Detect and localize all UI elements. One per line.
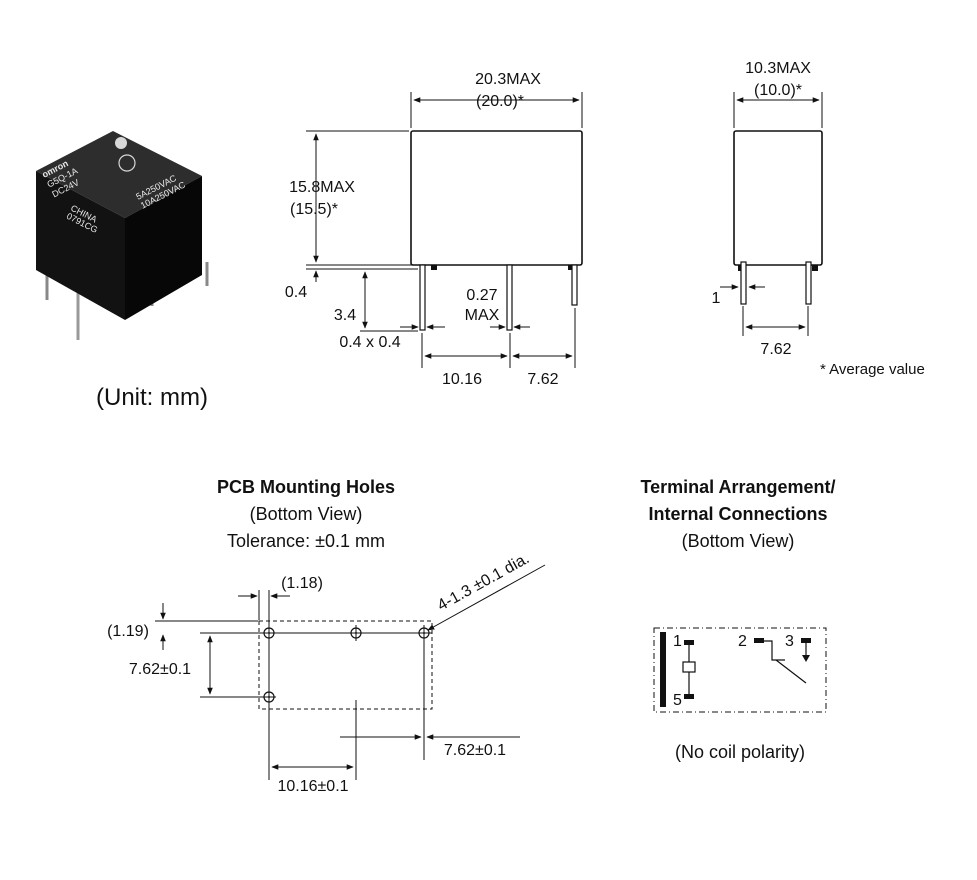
terminal-pin-1: 1: [673, 633, 682, 650]
front-pin-section: 0.4 x 0.4: [339, 334, 400, 351]
side-width-max: 10.3MAX: [745, 60, 811, 77]
terminal-title-line1: Terminal Arrangement/: [640, 477, 835, 497]
pcb-subtitle: (Bottom View): [250, 504, 363, 524]
coil-bar: [660, 632, 666, 707]
front-height-max: 15.8MAX: [289, 179, 355, 196]
pcb-hole-spec: 4-1.3 ±0.1 dia.: [435, 550, 533, 614]
average-note: * Average value: [820, 361, 925, 378]
pcb-dim-x-offset: (1.18): [281, 575, 323, 592]
ul-mark-icon: [115, 137, 127, 149]
relay-body-side: [733, 130, 823, 266]
terminal-outline: [653, 627, 827, 713]
terminal-section: Terminal Arrangement/ Internal Connectio…: [640, 477, 835, 762]
pcb-title: PCB Mounting Holes: [217, 477, 395, 497]
terminal-subtitle: (Bottom View): [682, 531, 795, 551]
front-width-avg: (20.0)*: [476, 93, 524, 110]
front-view: 20.3MAX (20.0)* 15.8MAX (15.5)* 0.4 3.4 …: [285, 71, 583, 388]
front-standoff: 0.4: [285, 284, 307, 301]
front-pin-tol-max: MAX: [465, 307, 500, 324]
pin-side-2: [805, 261, 812, 305]
coil-symbol: [682, 661, 696, 673]
front-width-max: 20.3MAX: [475, 71, 541, 88]
relay-cert-icon: [118, 154, 136, 172]
pin-front-2: [506, 264, 513, 331]
front-pitch-2: 7.62: [527, 371, 558, 388]
terminal-pin-2: 2: [738, 633, 747, 650]
unit-note: (Unit: mm): [96, 384, 208, 411]
pin-front-1: [419, 264, 426, 331]
pin-side-1: [740, 261, 747, 305]
pcb-dim-bottom: 10.16±0.1: [277, 778, 348, 795]
pcb-dim-y-offset: (1.19): [107, 623, 149, 640]
side-pin-offset: 1: [712, 290, 721, 307]
pcb-dim-right: 7.62±0.1: [444, 742, 506, 759]
pin-front-3: [571, 264, 578, 306]
side-view: 10.3MAX (10.0)* 1 7.62: [712, 60, 823, 358]
front-pin-tol-value: 0.27: [466, 287, 497, 304]
terminal-pin-3: 3: [785, 633, 794, 650]
terminal-note: (No coil polarity): [675, 742, 805, 762]
front-height-avg: (15.5)*: [290, 201, 338, 218]
side-pitch: 7.62: [760, 341, 791, 358]
front-pin-length: 3.4: [334, 307, 356, 324]
relay-body-front: [410, 130, 583, 266]
pcb-dim-vertical: 7.62±0.1: [129, 661, 191, 678]
switch-arm: [775, 659, 807, 684]
terminal-title-line2: Internal Connections: [648, 504, 827, 524]
relay-photo: omron G5Q-1A DC24V CHINA 0791CG 5A250VAC…: [36, 131, 209, 340]
pcb-holes-section: PCB Mounting Holes (Bottom View) Toleran…: [107, 477, 546, 795]
front-pitch-1: 10.16: [442, 371, 482, 388]
pcb-tolerance: Tolerance: ±0.1 mm: [227, 531, 385, 551]
pcb-outline: [258, 620, 433, 710]
terminal-pin-5: 5: [673, 692, 682, 709]
side-width-avg: (10.0)*: [754, 82, 802, 99]
